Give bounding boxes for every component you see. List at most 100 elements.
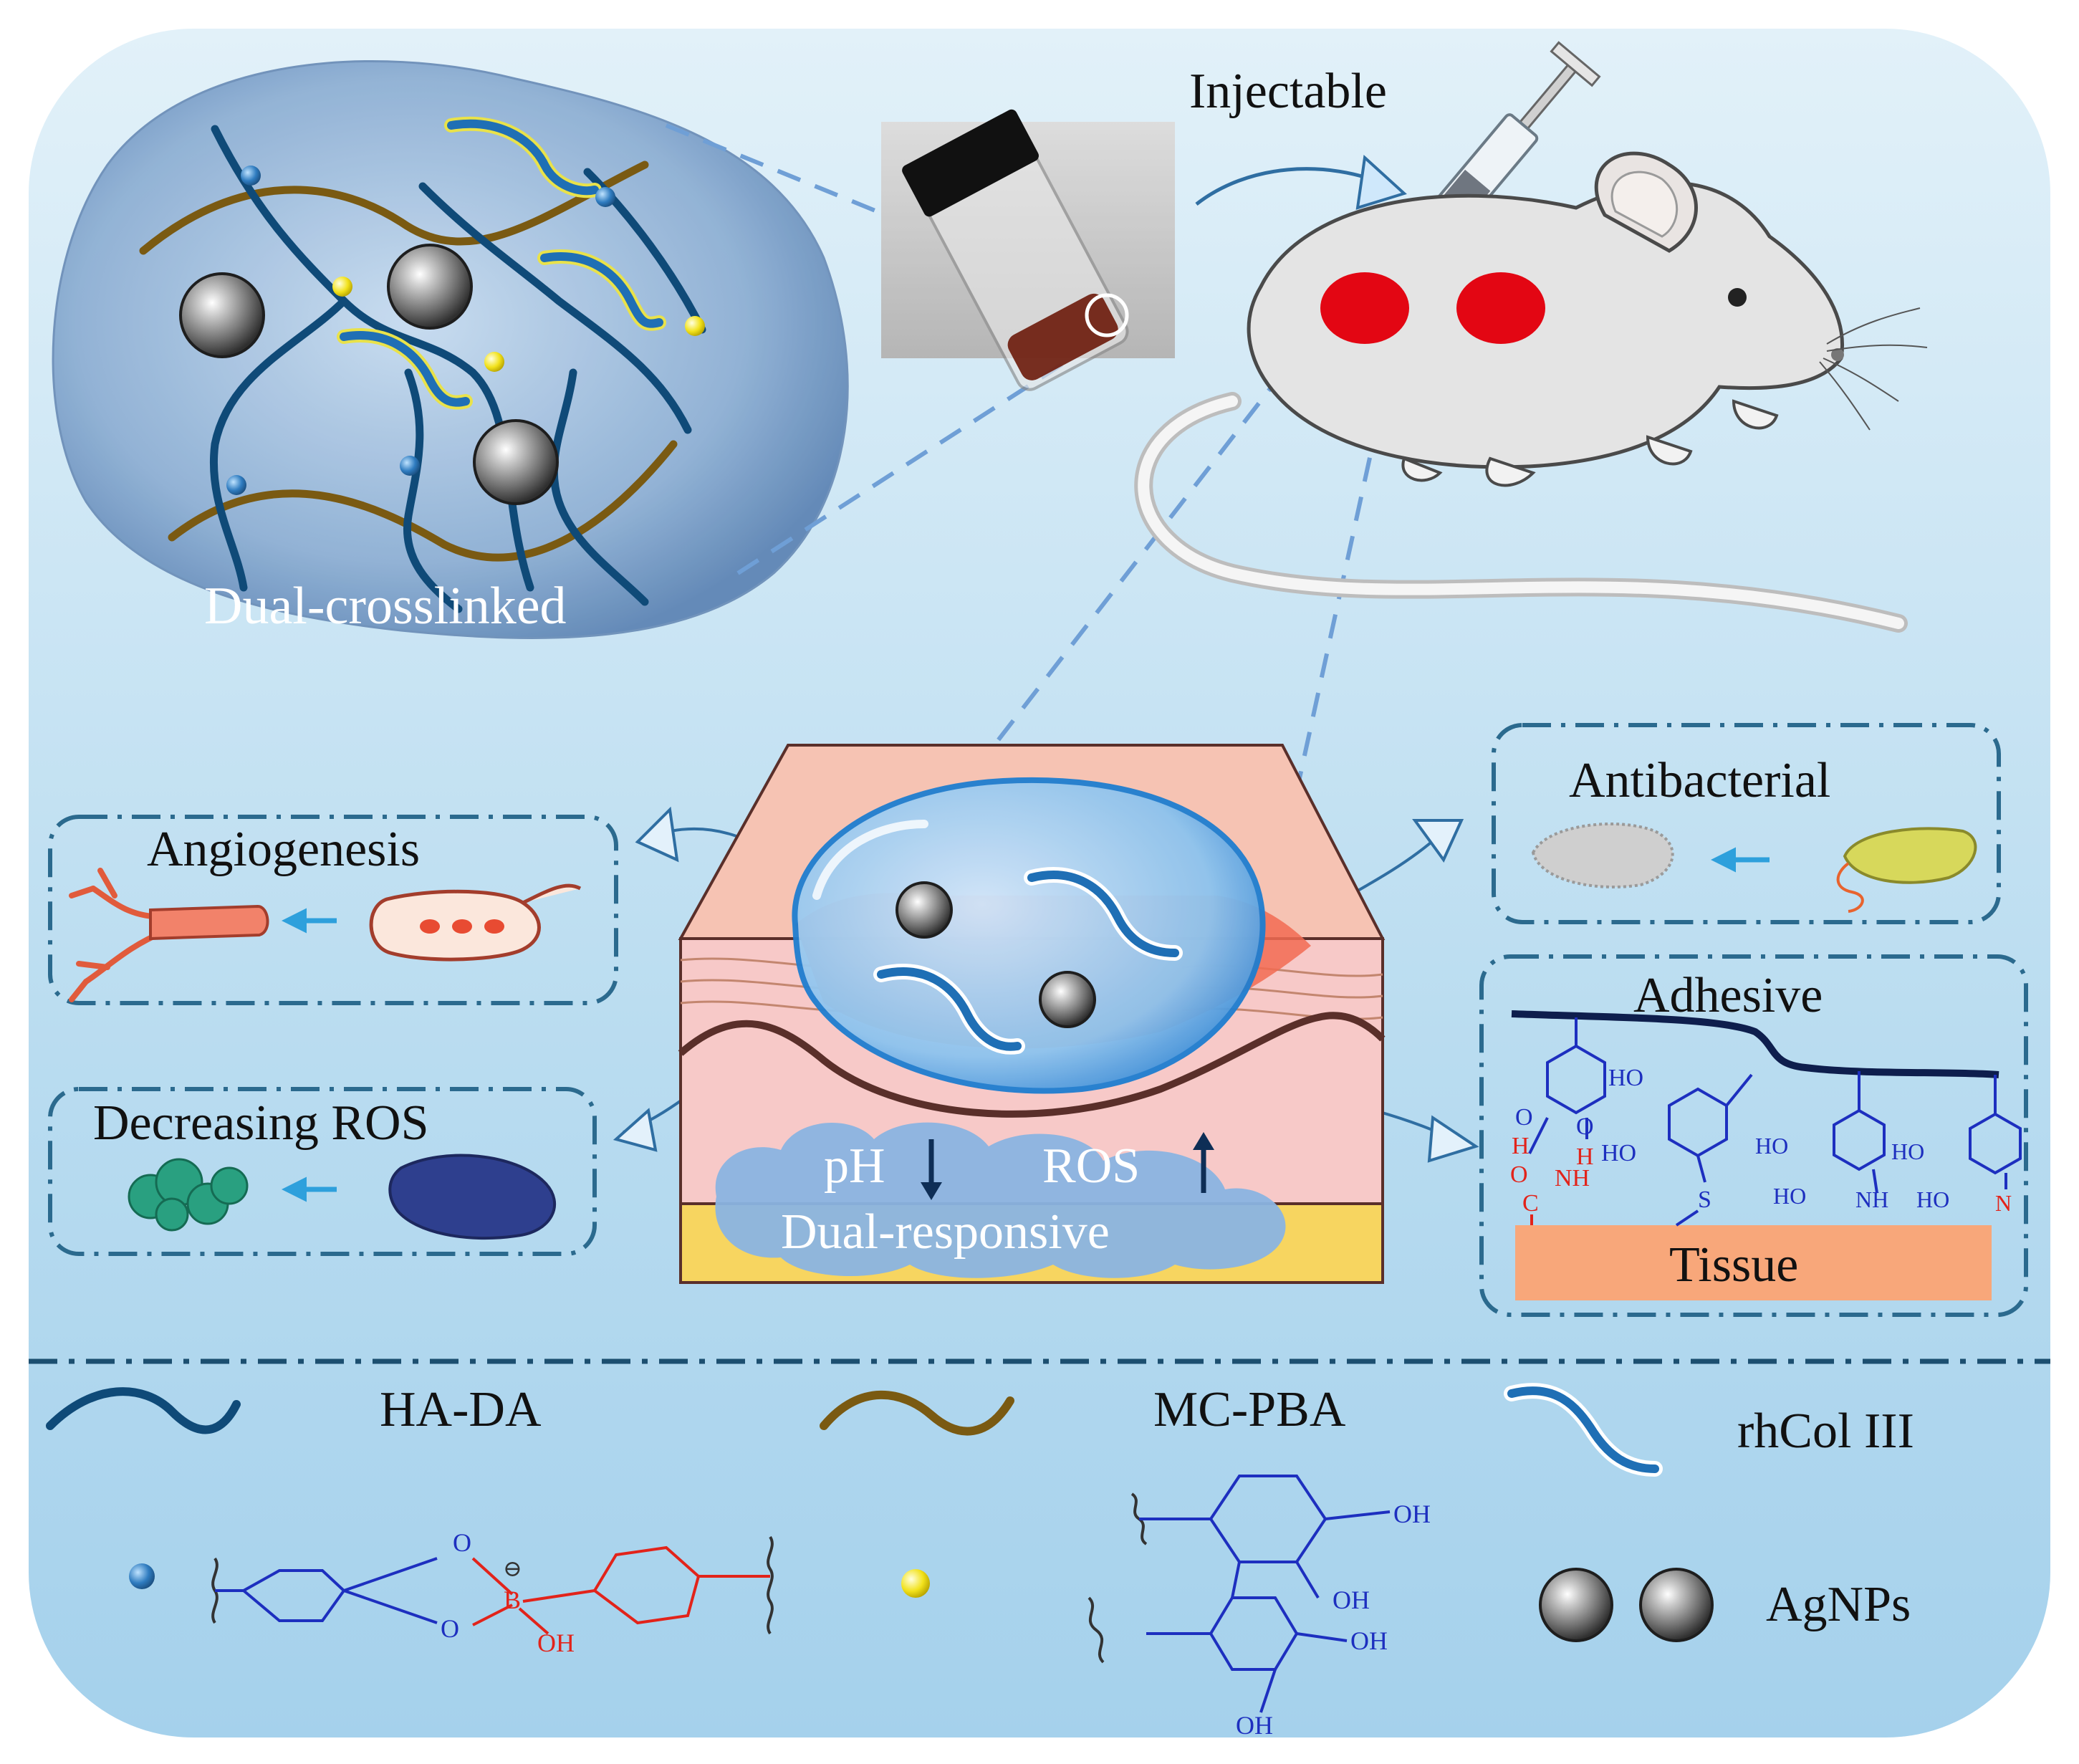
legend-ha-da-swatch — [46, 1387, 241, 1434]
rhcol-strand — [340, 331, 470, 407]
legend-mc-pba-label: MC-PBA — [1153, 1382, 1346, 1437]
mc-pba-chain-2 — [168, 440, 678, 562]
chem-ho: HO — [1755, 1133, 1788, 1159]
tissue-block — [1515, 1225, 1992, 1300]
decreasing-ros-label: Decreasing ROS — [93, 1096, 429, 1151]
gel-blob — [52, 59, 849, 639]
dual-responsive-label: Dual-responsive — [781, 1204, 1110, 1260]
ros-label: ROS — [1042, 1139, 1140, 1194]
injectable-arrow-head — [1355, 154, 1407, 210]
legend: HA-DA MC-PBA rhCol III O O B ⊖ OH — [46, 1382, 1914, 1740]
ha-da-chain-4 — [403, 368, 463, 613]
mouse-tail-inner — [1138, 396, 1904, 629]
chem-o: O — [441, 1614, 459, 1643]
vial-gel — [1007, 293, 1118, 380]
thioether-bond — [1675, 1209, 1699, 1227]
decreasing-ros-panel: Decreasing ROS — [48, 1087, 597, 1256]
wound-site-right — [1456, 272, 1545, 344]
chem-s: S — [1698, 1187, 1711, 1213]
catechol-crosslink-dot — [484, 352, 504, 372]
catechol-crosslink-dot — [332, 277, 352, 297]
legend-mc-pba-swatch — [820, 1390, 1014, 1436]
antibacterial-label: Antibacterial — [1569, 753, 1830, 808]
chem-h: H — [1576, 1144, 1594, 1170]
agnp-particle — [387, 244, 473, 330]
angiogenesis-box — [48, 815, 618, 1005]
arrow-to-antibacterial-head — [1412, 819, 1464, 863]
rhcol-strand — [1027, 871, 1179, 957]
vial-cap — [902, 109, 1039, 217]
decreasing-ros-box — [48, 1087, 597, 1256]
legend-rhcol-swatch-core — [1507, 1386, 1659, 1473]
chem-oh: OH — [1236, 1711, 1273, 1740]
vial-photo — [881, 109, 1175, 391]
hydrogel-droplet — [792, 777, 1266, 1094]
catechol-ring-hbond — [1546, 1017, 1606, 1115]
chem-oh: OH — [1350, 1626, 1388, 1655]
chem-ho: HO — [1916, 1187, 1949, 1212]
ha-da-chain-5 — [549, 368, 649, 606]
live-bacteria-icon — [1843, 827, 1977, 884]
dead-bacteria-icon — [1531, 823, 1674, 888]
mouse-eye — [1728, 288, 1747, 307]
boronate-crosslink-dot — [226, 475, 246, 495]
chem-o: O — [1515, 1104, 1533, 1131]
antibacterial-box — [1492, 723, 2001, 924]
legend-agnp-particle — [1639, 1568, 1714, 1642]
mc-pba-chain-1 — [139, 160, 649, 255]
chem-h: H — [1512, 1133, 1530, 1159]
boronate-crosslink-dot — [400, 456, 420, 476]
ha-da-chain-2 — [418, 182, 692, 434]
mouse-nose — [1831, 348, 1844, 361]
cell-nuclei — [420, 919, 504, 934]
reduced-ros-cluster-icon — [128, 1158, 249, 1232]
boronate-crosslink-dot — [241, 166, 261, 186]
ros-up-arrow-head — [1193, 1132, 1214, 1150]
legend-agnp-particle — [1539, 1568, 1613, 1642]
syringe-thumb — [1550, 41, 1601, 87]
adhesive-label: Adhesive — [1633, 968, 1823, 1023]
rhcol-strand-group — [337, 116, 666, 410]
boronate-ester-structure — [211, 1535, 774, 1635]
angiogenesis-label: Angiogenesis — [147, 822, 420, 877]
hydrogel-network: Dual-crosslinked — [52, 59, 849, 639]
agnp-particle — [896, 881, 953, 939]
legend-catechol-dot — [901, 1569, 930, 1598]
catechol-ring-imine — [1969, 1075, 2022, 1189]
dual-crosslinked-label: Dual-crosslinked — [204, 577, 567, 636]
chem-o: O — [1576, 1113, 1594, 1140]
agnp-particle — [1039, 971, 1096, 1028]
ph-label: pH — [824, 1139, 885, 1194]
catechol-ring-thiol — [1668, 1073, 1753, 1183]
endothelial-cell-icon — [369, 883, 582, 962]
arrow-to-angiogenesis-head — [635, 806, 679, 863]
chem-minus: ⊖ — [503, 1556, 522, 1581]
skin-wound-section: pH ROS Dual-responsive — [678, 744, 1386, 1284]
mouse-body — [1247, 181, 1844, 469]
chem-o: O — [453, 1528, 471, 1557]
catechol-crosslink-dot — [685, 316, 705, 336]
droplet-highlight — [812, 820, 928, 900]
chem-nh: NH — [1855, 1187, 1888, 1212]
rhcol-strand — [877, 967, 1022, 1051]
adhesive-panel: Adhesive Tissue O O H H O NH C HO HO S — [1479, 954, 2028, 1317]
rhcol-strand — [447, 119, 599, 196]
chem-oh: OH — [537, 1629, 575, 1657]
hbond-line — [1528, 1117, 1549, 1154]
agnp-particle — [179, 272, 265, 358]
chem-oh: OH — [1333, 1586, 1370, 1614]
catechol-ring-amine — [1833, 1071, 1886, 1194]
wound-site-left — [1320, 272, 1409, 344]
oxidative-cell-icon — [388, 1154, 557, 1240]
angiogenesis-panel: Angiogenesis — [48, 815, 618, 1005]
chem-b: B — [504, 1586, 521, 1614]
agnp-particle — [473, 419, 559, 505]
ph-down-arrow-head — [921, 1182, 942, 1200]
antibacterial-panel: Antibacterial — [1492, 723, 2001, 924]
chem-ho: HO — [1773, 1183, 1806, 1209]
mouse-inner-ear — [1610, 171, 1679, 238]
vial-zoom-circle — [1085, 293, 1129, 337]
wound-bed — [678, 1012, 1386, 1118]
